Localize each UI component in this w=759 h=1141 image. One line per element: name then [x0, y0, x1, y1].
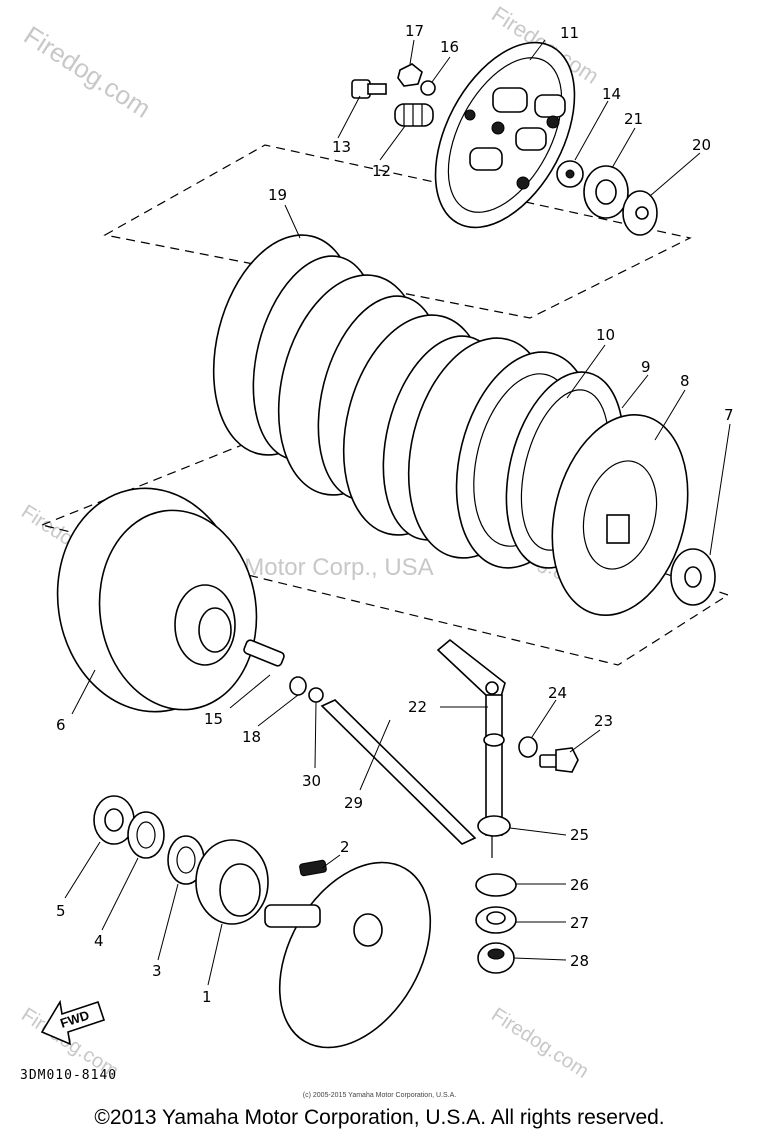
bolt-23 [539, 747, 579, 773]
callout-30: 30 [302, 772, 321, 790]
callout-10: 10 [596, 326, 615, 344]
callout-21: 21 [624, 110, 643, 128]
circlip-3 [167, 835, 205, 885]
push-lever-shaft [436, 638, 506, 836]
drive-plate [551, 413, 689, 617]
housing-group-frame [40, 436, 730, 666]
callout-16: 16 [440, 38, 459, 56]
return-spring [477, 815, 511, 858]
ball-30 [308, 687, 324, 703]
callout-27: 27 [570, 914, 589, 932]
callout-labels: 17 16 11 13 12 14 21 20 19 10 9 8 7 6 15… [56, 22, 734, 1006]
lock-washer-7 [670, 548, 716, 606]
nut-5 [93, 795, 135, 845]
callout-14: 14 [602, 85, 621, 103]
small-copyright: (c) 2005-2015 Yamaha Motor Corporation, … [302, 1092, 457, 1099]
oil-seal-27 [475, 906, 517, 934]
washer-16 [420, 80, 436, 96]
fwd-arrow-icon: FWD [40, 999, 106, 1046]
callout-25: 25 [570, 826, 589, 844]
callout-18: 18 [242, 728, 261, 746]
bearing-21 [583, 165, 629, 219]
pressure-plate [434, 41, 576, 229]
leader-lines [64, 39, 731, 986]
callout-3: 3 [152, 962, 162, 980]
crank-flywheel [264, 861, 432, 1049]
callout-6: 6 [56, 716, 66, 734]
callout-1: 1 [202, 988, 212, 1006]
callout-29: 29 [344, 794, 363, 812]
callout-5: 5 [56, 902, 66, 920]
plate-group-frame [103, 144, 692, 319]
callout-4: 4 [94, 932, 104, 950]
callout-28: 28 [570, 952, 589, 970]
callout-15: 15 [204, 710, 223, 728]
callout-24: 24 [548, 684, 567, 702]
clutch-spring [394, 103, 434, 127]
washer-18 [289, 676, 307, 696]
callout-17: 17 [405, 22, 424, 40]
watermark-bottom-right: Firedog.com [487, 1004, 592, 1083]
watermark-top-left: Firedog.com [19, 20, 157, 124]
push-rod-15 [243, 639, 285, 667]
diagram-code: 3DM010-8140 [20, 1068, 118, 1083]
callout-22: 22 [408, 698, 427, 716]
callout-23: 23 [594, 712, 613, 730]
primary-gear [195, 839, 269, 925]
callout-26: 26 [570, 876, 589, 894]
callout-19: 19 [268, 186, 287, 204]
callout-9: 9 [641, 358, 651, 376]
callout-2: 2 [340, 838, 350, 856]
callout-7: 7 [724, 406, 734, 424]
nut-17 [397, 63, 423, 87]
circlip-20 [622, 190, 658, 236]
washer-24 [518, 736, 538, 758]
push-rod-29 [320, 699, 477, 845]
clutch-housing [56, 487, 258, 713]
circlip-26 [475, 873, 517, 897]
spring-bolt [351, 79, 387, 99]
lock-washer-4 [127, 811, 165, 859]
copyright-notice: ©2013 Yamaha Motor Corporation, U.S.A. A… [94, 1106, 665, 1129]
lock-washer-14 [556, 160, 584, 188]
callout-8: 8 [680, 372, 690, 390]
callout-20: 20 [692, 136, 711, 154]
callout-12: 12 [372, 162, 391, 180]
callout-11: 11 [560, 24, 579, 42]
callout-13: 13 [332, 138, 351, 156]
bearing-28 [477, 942, 515, 974]
